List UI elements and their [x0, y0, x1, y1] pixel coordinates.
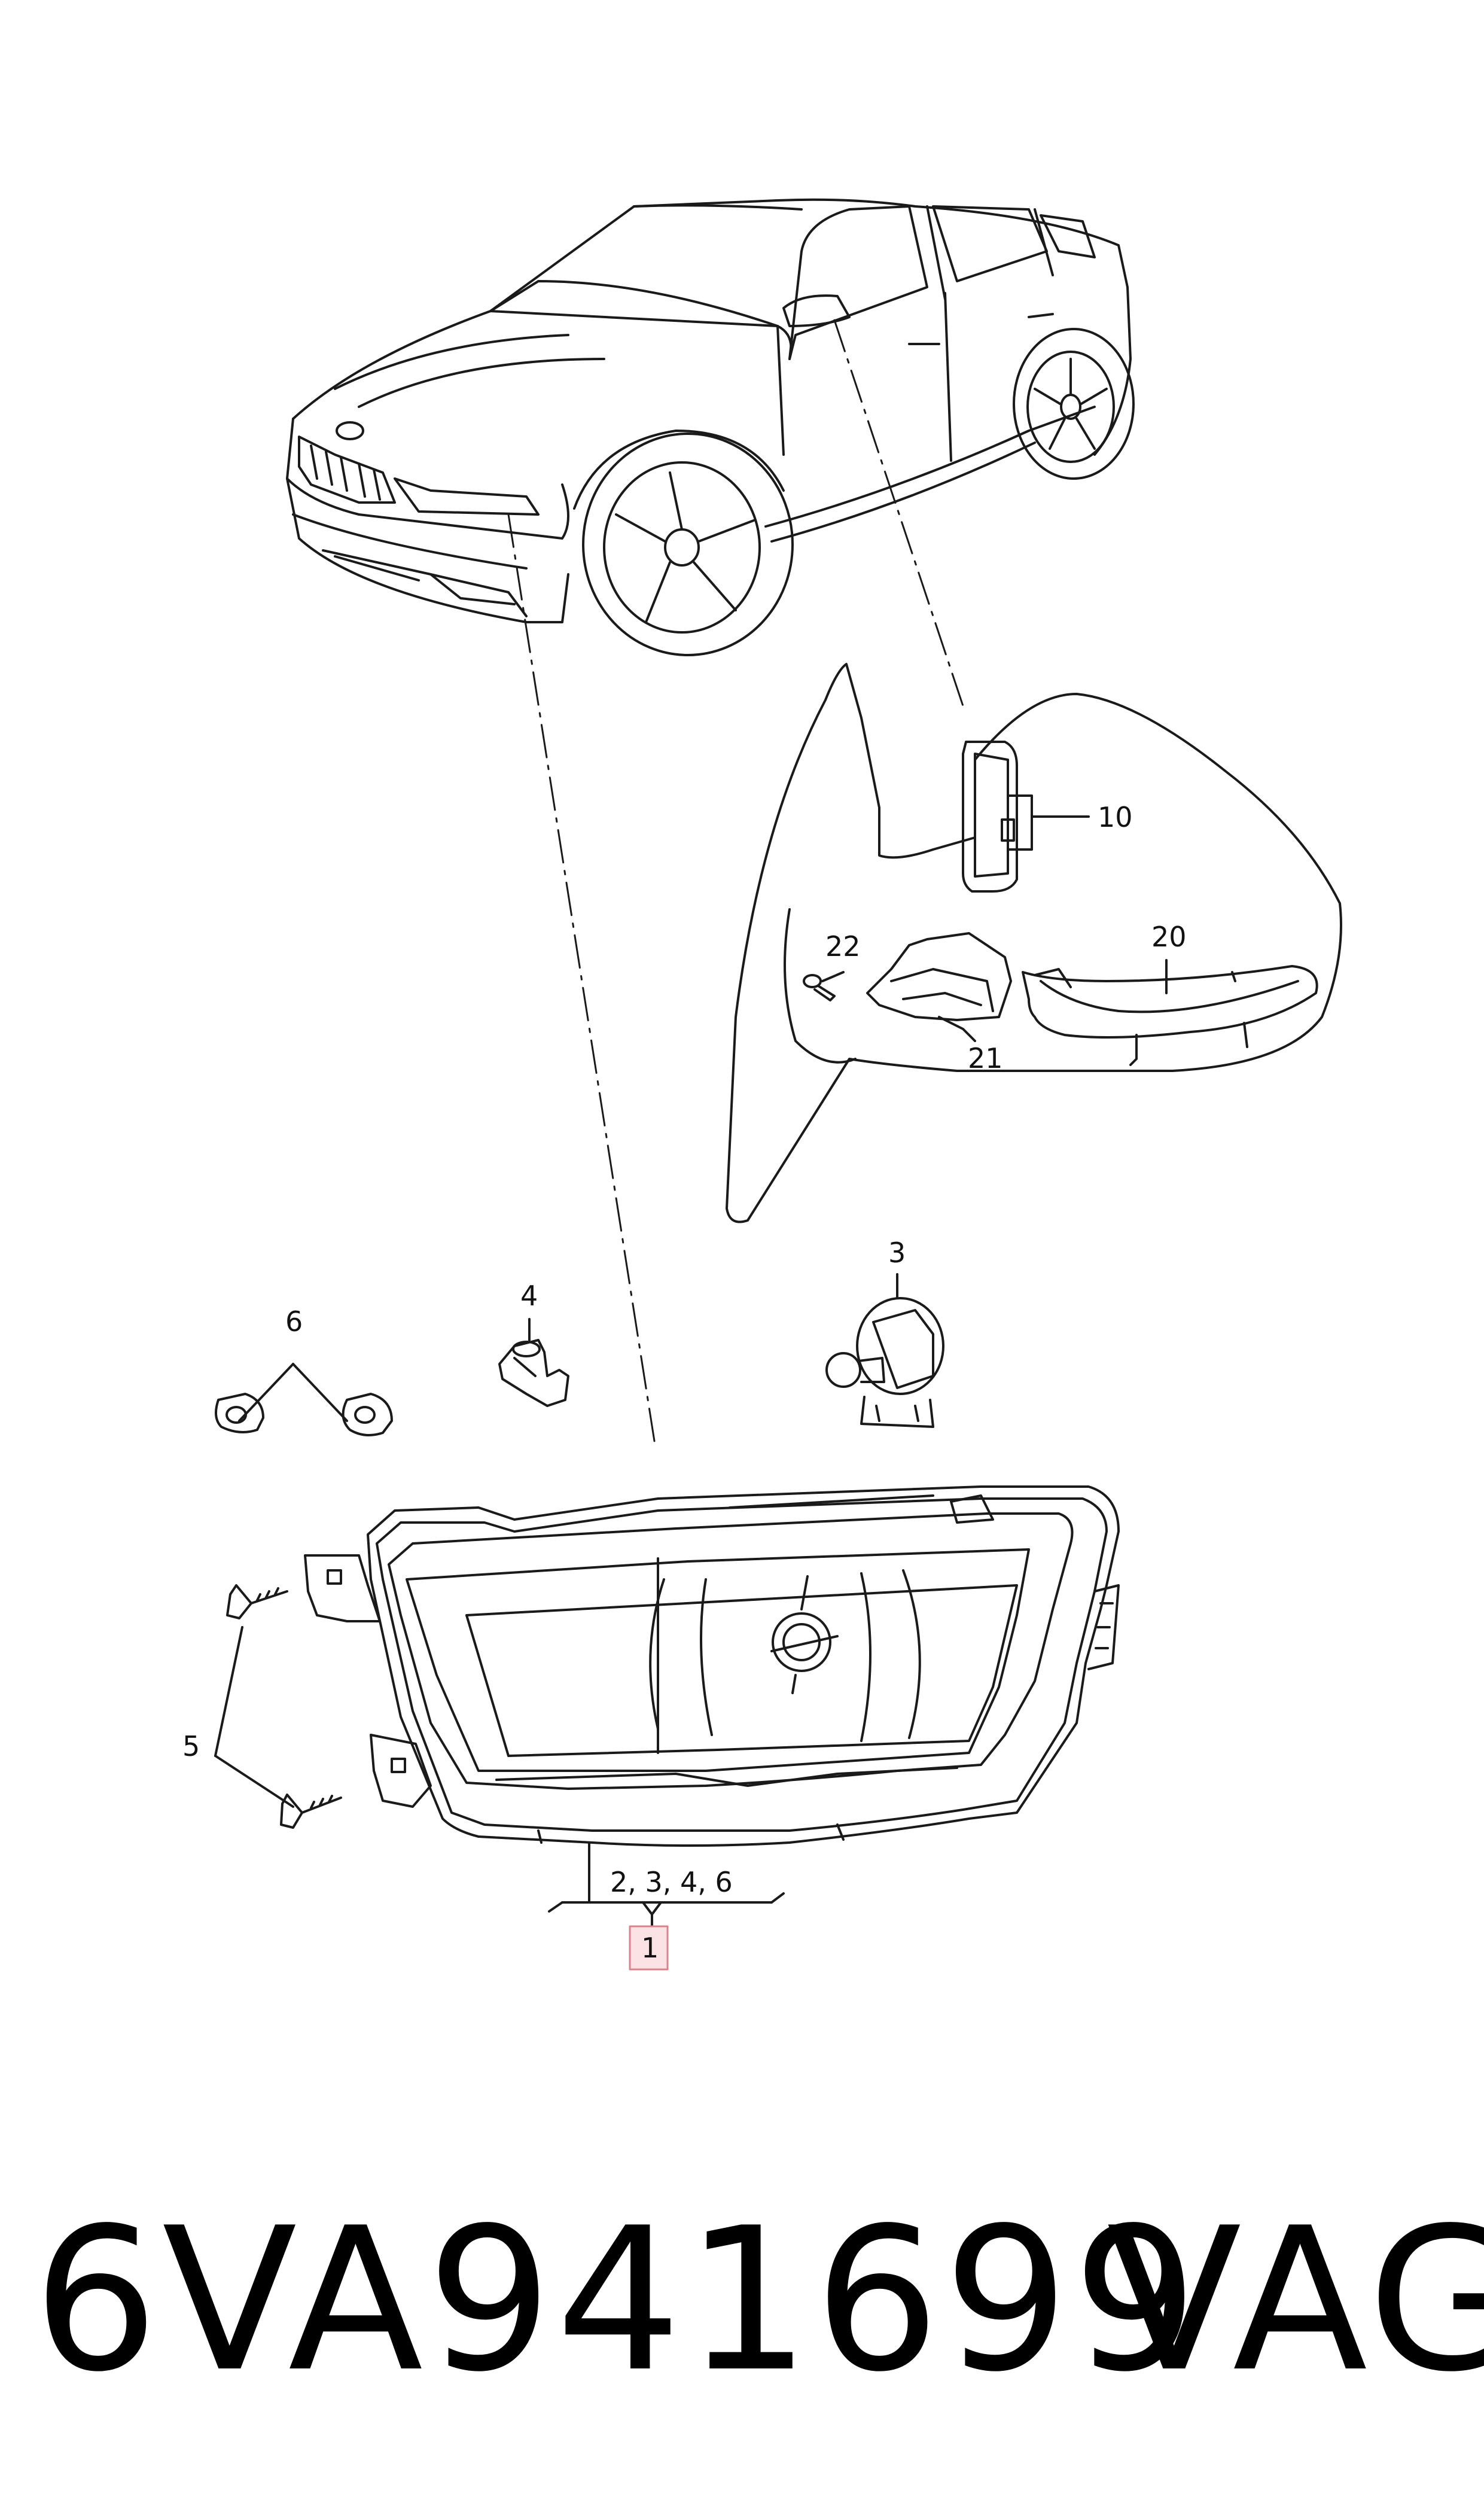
callout-bracket — [548, 1892, 785, 1926]
part-6-clip-nuts — [215, 1363, 393, 1436]
callout-3: 3 — [888, 1237, 906, 1269]
part-10-module — [962, 741, 1090, 893]
part-3-bulb — [825, 1273, 944, 1428]
mirror-housing — [726, 663, 1342, 1223]
part-4-elbow — [498, 1318, 569, 1407]
callout-1: 1 — [641, 1932, 659, 1964]
brand-label: VAG — [1107, 2185, 1484, 2415]
part-1-highlight-box — [629, 1925, 669, 1971]
callout-10: 10 — [1098, 801, 1133, 833]
callout-4: 4 — [520, 1280, 538, 1312]
callout-6: 6 — [285, 1305, 303, 1338]
callout-22: 22 — [825, 930, 861, 963]
callout-21: 21 — [968, 1042, 1003, 1074]
fog-lamp-housing — [304, 1485, 1120, 1904]
part-number-label: 6VA941699 — [33, 2185, 1202, 2415]
callout-20: 20 — [1151, 921, 1187, 953]
mirror-detail-group — [726, 663, 1342, 1223]
car-illustration — [286, 198, 1135, 656]
part-21-bracket — [866, 932, 1012, 1042]
part-5-screws — [214, 1584, 342, 1829]
callout-5: 5 — [182, 1730, 200, 1762]
part-20-signal-strip — [1022, 959, 1318, 1066]
part-22-screw — [803, 971, 845, 1001]
leader-lines — [507, 319, 964, 1446]
callout-2-3-4-6: 2, 3, 4, 6 — [610, 1866, 733, 1898]
